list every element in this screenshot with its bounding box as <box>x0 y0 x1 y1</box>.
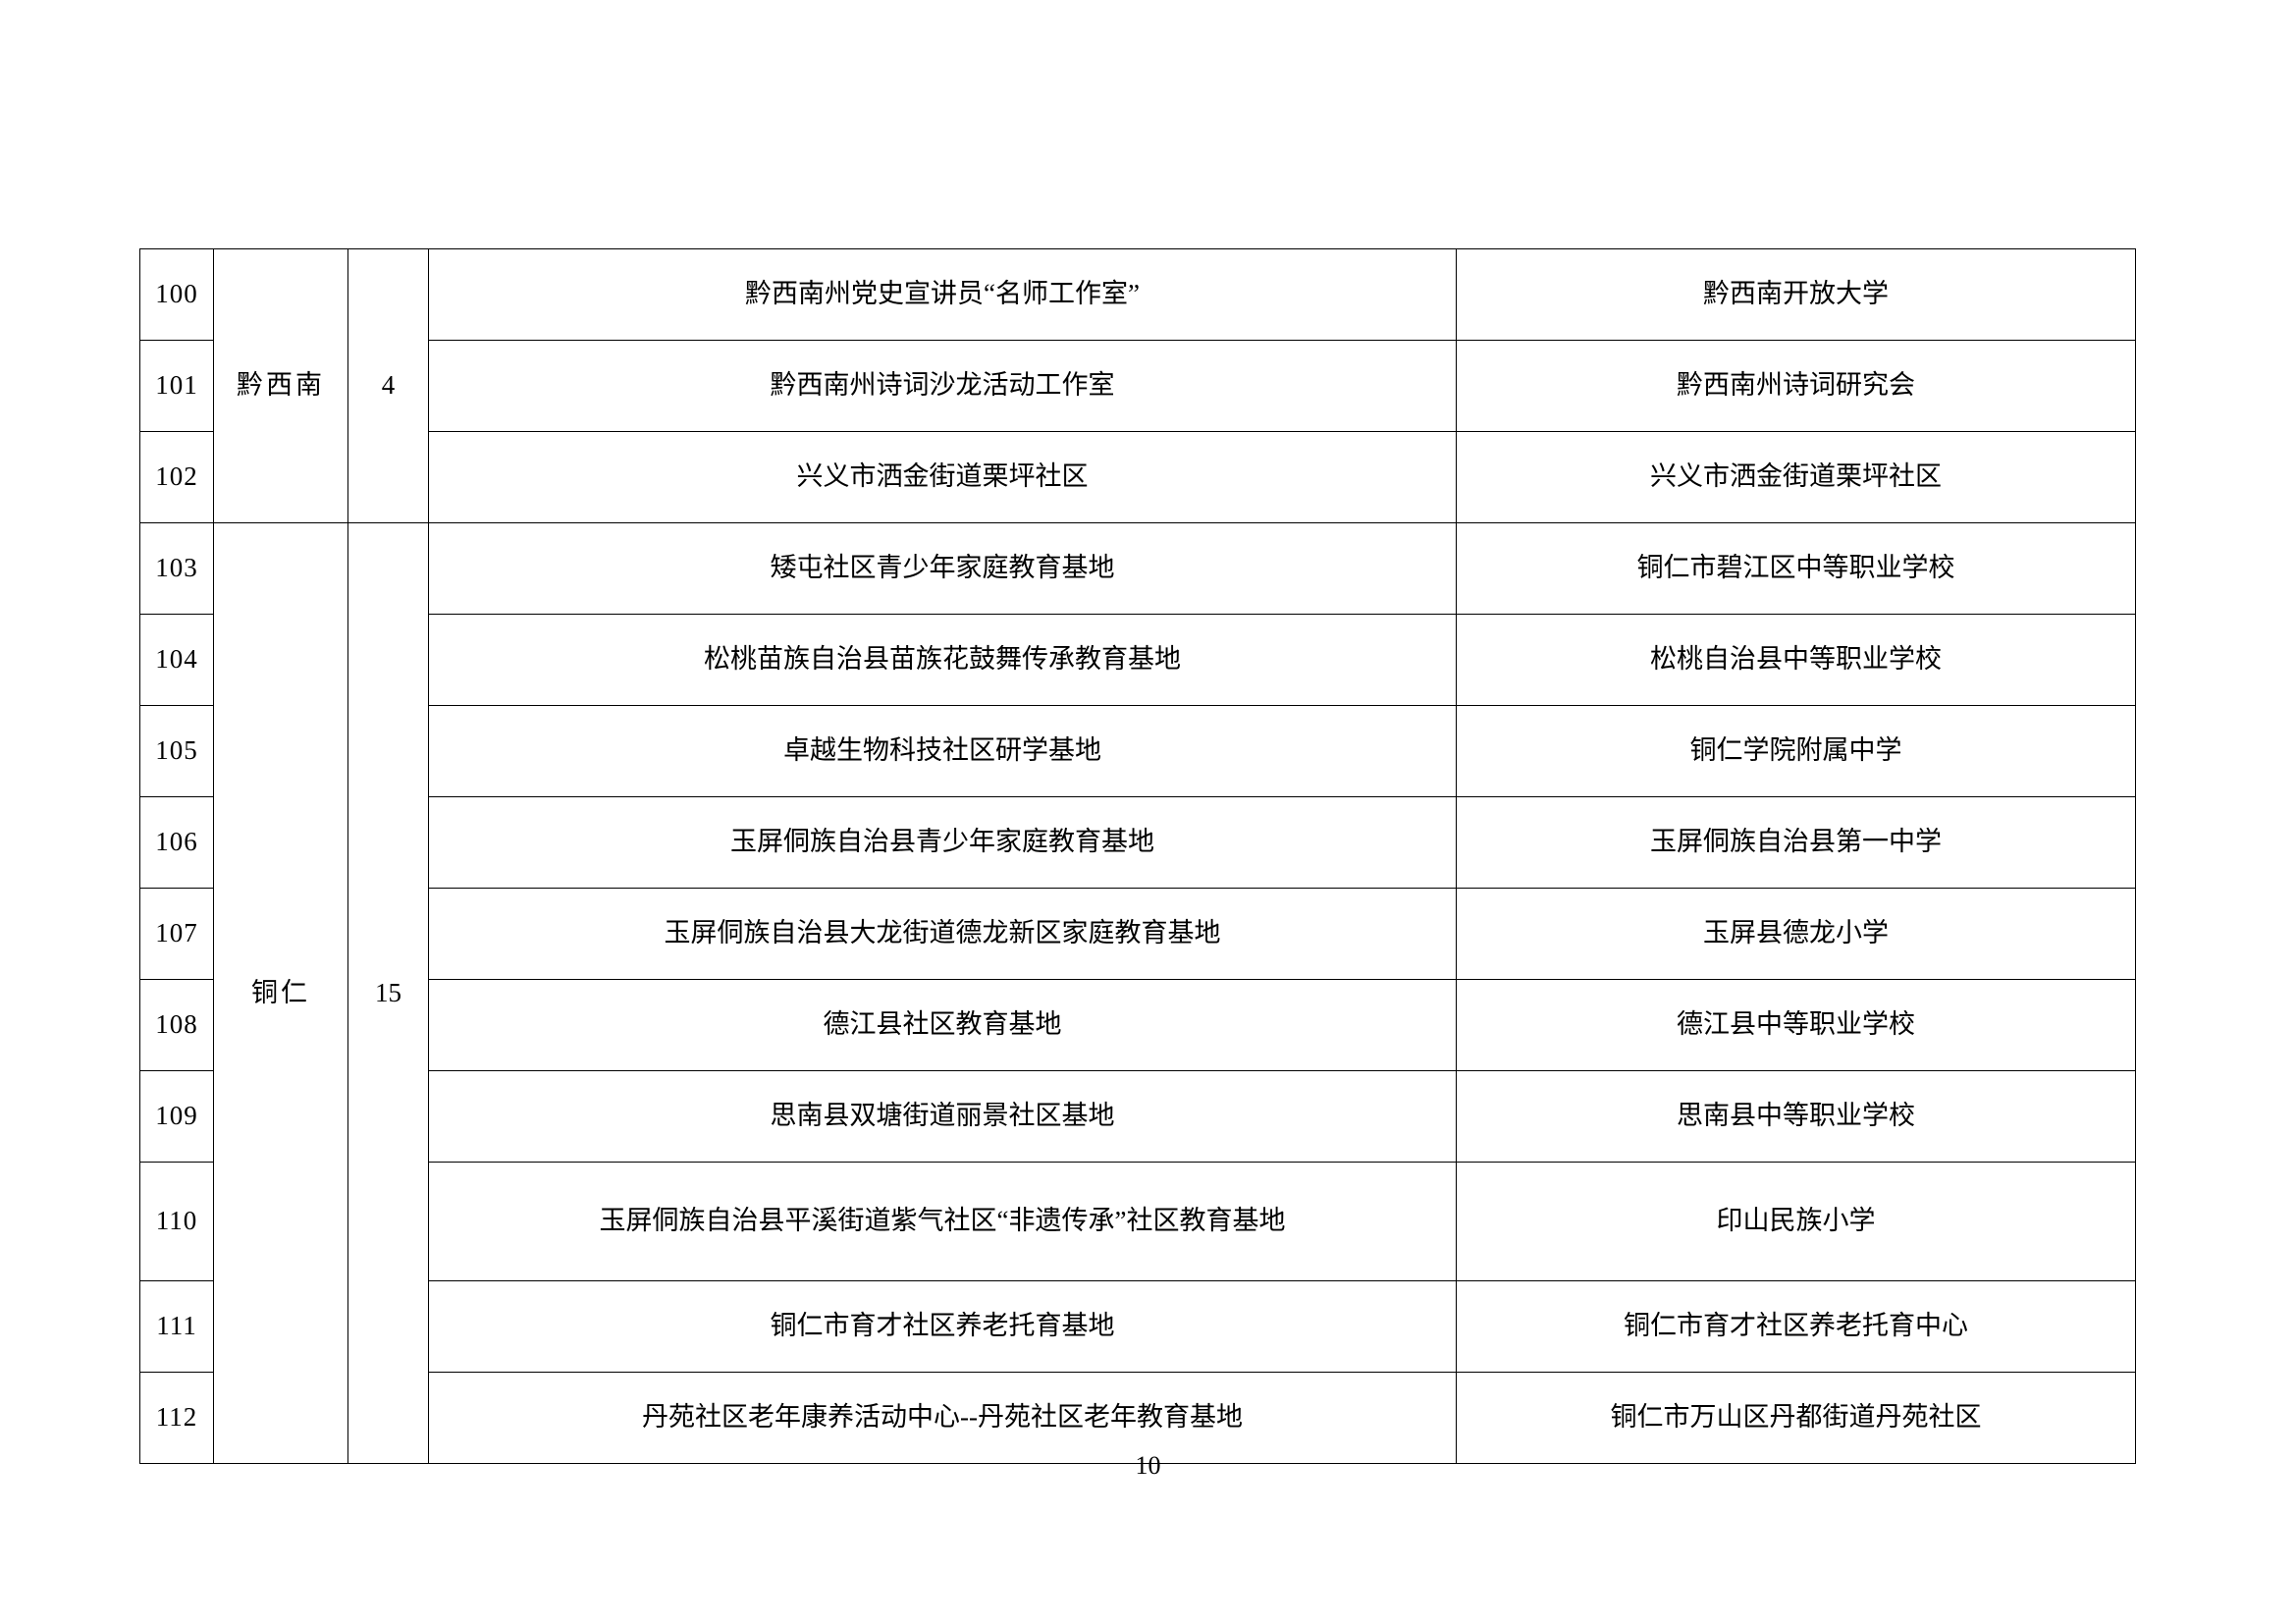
table-row: 111 铜仁市育才社区养老托育基地 铜仁市育才社区养老托育中心 <box>139 1280 2136 1373</box>
cell-organization: 德江县中等职业学校 <box>1456 979 2136 1071</box>
cell-project-name: 玉屏侗族自治县平溪街道紫气社区“非遗传承”社区教育基地 <box>428 1162 1457 1281</box>
cell-region: 黔西南 <box>213 248 348 523</box>
listing-table-container: 100 黔西南 4 黔西南州党史宣讲员“名师工作室” 黔西南开放大学 101 黔… <box>139 248 2136 1464</box>
cell-serial-number: 112 <box>139 1372 214 1464</box>
cell-project-name: 兴义市洒金街道栗坪社区 <box>428 431 1457 523</box>
cell-project-name: 玉屏侗族自治县大龙街道德龙新区家庭教育基地 <box>428 888 1457 980</box>
cell-serial-number: 105 <box>139 705 214 797</box>
cell-organization: 铜仁市育才社区养老托育中心 <box>1456 1280 2136 1373</box>
cell-project-name: 德江县社区教育基地 <box>428 979 1457 1071</box>
cell-project-name: 卓越生物科技社区研学基地 <box>428 705 1457 797</box>
table-row: 100 黔西南 4 黔西南州党史宣讲员“名师工作室” 黔西南开放大学 <box>139 248 2136 523</box>
table-row: 104 松桃苗族自治县苗族花鼓舞传承教育基地 松桃自治县中等职业学校 <box>139 614 2136 706</box>
cell-project-name: 思南县双塘街道丽景社区基地 <box>428 1070 1457 1163</box>
cell-serial-number: 108 <box>139 979 214 1071</box>
cell-project-name: 铜仁市育才社区养老托育基地 <box>428 1280 1457 1373</box>
table-row: 108 德江县社区教育基地 德江县中等职业学校 <box>139 979 2136 1071</box>
cell-serial-number: 110 <box>139 1162 214 1281</box>
cell-project-name: 丹苑社区老年康养活动中心--丹苑社区老年教育基地 <box>428 1372 1457 1464</box>
cell-organization: 兴义市洒金街道栗坪社区 <box>1456 431 2136 523</box>
cell-serial-number: 111 <box>139 1280 214 1373</box>
table-body: 100 黔西南 4 黔西南州党史宣讲员“名师工作室” 黔西南开放大学 101 黔… <box>139 248 2136 1464</box>
page-number: 10 <box>1135 1451 1161 1480</box>
cell-serial-number: 100 <box>139 248 214 341</box>
table-row: 103 铜仁 15 矮屯社区青少年家庭教育基地 铜仁市碧江区中等职业学校 <box>139 522 2136 1464</box>
cell-count: 15 <box>347 522 429 1464</box>
listing-table: 100 黔西南 4 黔西南州党史宣讲员“名师工作室” 黔西南开放大学 101 黔… <box>139 248 2136 1464</box>
cell-organization: 松桃自治县中等职业学校 <box>1456 614 2136 706</box>
cell-organization: 玉屏县德龙小学 <box>1456 888 2136 980</box>
cell-organization: 黔西南开放大学 <box>1456 248 2136 341</box>
cell-project-name: 黔西南州诗词沙龙活动工作室 <box>428 340 1457 432</box>
table-row: 107 玉屏侗族自治县大龙街道德龙新区家庭教育基地 玉屏县德龙小学 <box>139 888 2136 980</box>
table-row: 101 黔西南州诗词沙龙活动工作室 黔西南州诗词研究会 <box>139 340 2136 432</box>
cell-serial-number: 102 <box>139 431 214 523</box>
table-row: 106 玉屏侗族自治县青少年家庭教育基地 玉屏侗族自治县第一中学 <box>139 796 2136 889</box>
cell-organization: 印山民族小学 <box>1456 1162 2136 1281</box>
cell-organization: 玉屏侗族自治县第一中学 <box>1456 796 2136 889</box>
cell-organization: 铜仁学院附属中学 <box>1456 705 2136 797</box>
table-row: 110 玉屏侗族自治县平溪街道紫气社区“非遗传承”社区教育基地 印山民族小学 <box>139 1162 2136 1281</box>
cell-region: 铜仁 <box>213 522 348 1464</box>
cell-organization: 铜仁市碧江区中等职业学校 <box>1456 522 2136 615</box>
cell-serial-number: 107 <box>139 888 214 980</box>
table-row: 102 兴义市洒金街道栗坪社区 兴义市洒金街道栗坪社区 <box>139 431 2136 523</box>
table-row: 112 丹苑社区老年康养活动中心--丹苑社区老年教育基地 铜仁市万山区丹都街道丹… <box>139 1372 2136 1464</box>
cell-organization: 黔西南州诗词研究会 <box>1456 340 2136 432</box>
cell-project-name: 矮屯社区青少年家庭教育基地 <box>428 522 1457 615</box>
cell-count: 4 <box>347 248 429 523</box>
cell-serial-number: 103 <box>139 522 214 615</box>
table-row: 105 卓越生物科技社区研学基地 铜仁学院附属中学 <box>139 705 2136 797</box>
cell-serial-number: 106 <box>139 796 214 889</box>
cell-serial-number: 101 <box>139 340 214 432</box>
cell-serial-number: 104 <box>139 614 214 706</box>
cell-serial-number: 109 <box>139 1070 214 1163</box>
cell-project-name: 黔西南州党史宣讲员“名师工作室” <box>428 248 1457 341</box>
cell-project-name: 松桃苗族自治县苗族花鼓舞传承教育基地 <box>428 614 1457 706</box>
cell-organization: 铜仁市万山区丹都街道丹苑社区 <box>1456 1372 2136 1464</box>
cell-organization: 思南县中等职业学校 <box>1456 1070 2136 1163</box>
cell-project-name: 玉屏侗族自治县青少年家庭教育基地 <box>428 796 1457 889</box>
table-row: 109 思南县双塘街道丽景社区基地 思南县中等职业学校 <box>139 1070 2136 1163</box>
